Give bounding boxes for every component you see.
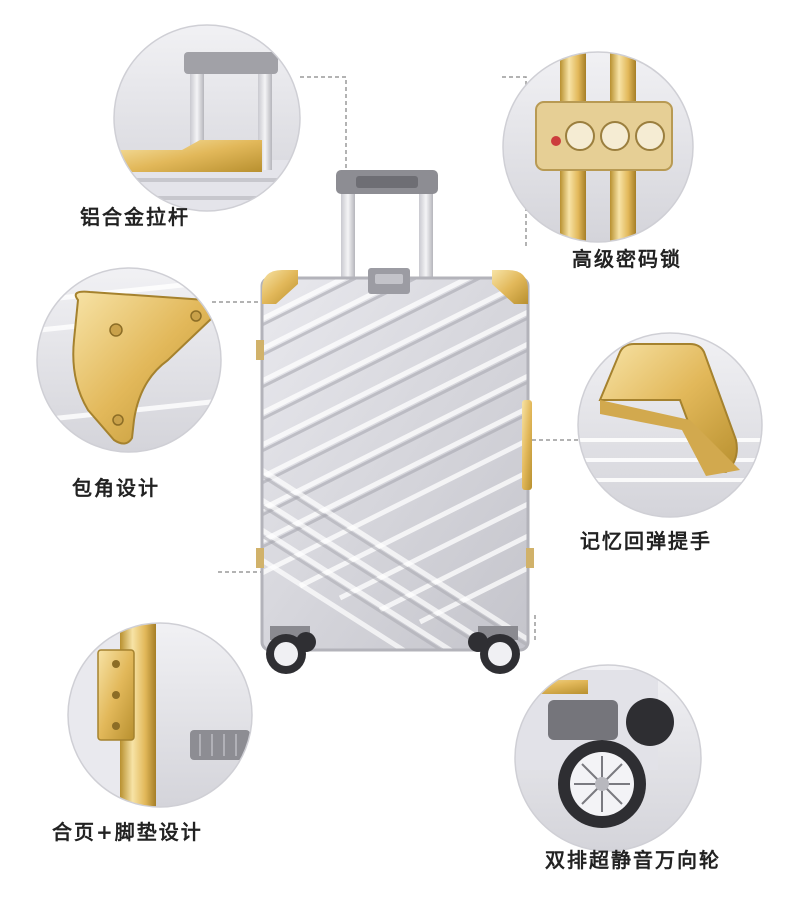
suitcase-side-handle <box>522 400 532 490</box>
feature-label-wheels: 双排超静音万向轮 <box>545 848 721 872</box>
feature-label-hinge: 合页+脚垫设计 <box>52 820 203 844</box>
corner-guard-icon <box>36 267 222 453</box>
suitcase-ribs <box>262 278 528 650</box>
telescopic-handle-icon <box>113 24 301 212</box>
feature-label-grip: 记忆回弹提手 <box>580 529 712 553</box>
suitcase-shell <box>262 278 528 650</box>
suitcase <box>256 170 534 674</box>
feature-label-lock: 高级密码锁 <box>572 247 682 271</box>
hinge-icon <box>67 622 253 808</box>
suitcase-wheels <box>266 626 520 674</box>
carry-handle-icon <box>577 332 763 518</box>
feature-label-corner: 包角设计 <box>72 476 160 500</box>
suitcase-corners <box>262 270 528 304</box>
combination-lock-icon <box>502 51 694 243</box>
spinner-wheel-icon <box>514 664 702 852</box>
suitcase-telescopic-handle <box>336 170 438 282</box>
feature-label-handle: 铝合金拉杆 <box>80 205 190 229</box>
